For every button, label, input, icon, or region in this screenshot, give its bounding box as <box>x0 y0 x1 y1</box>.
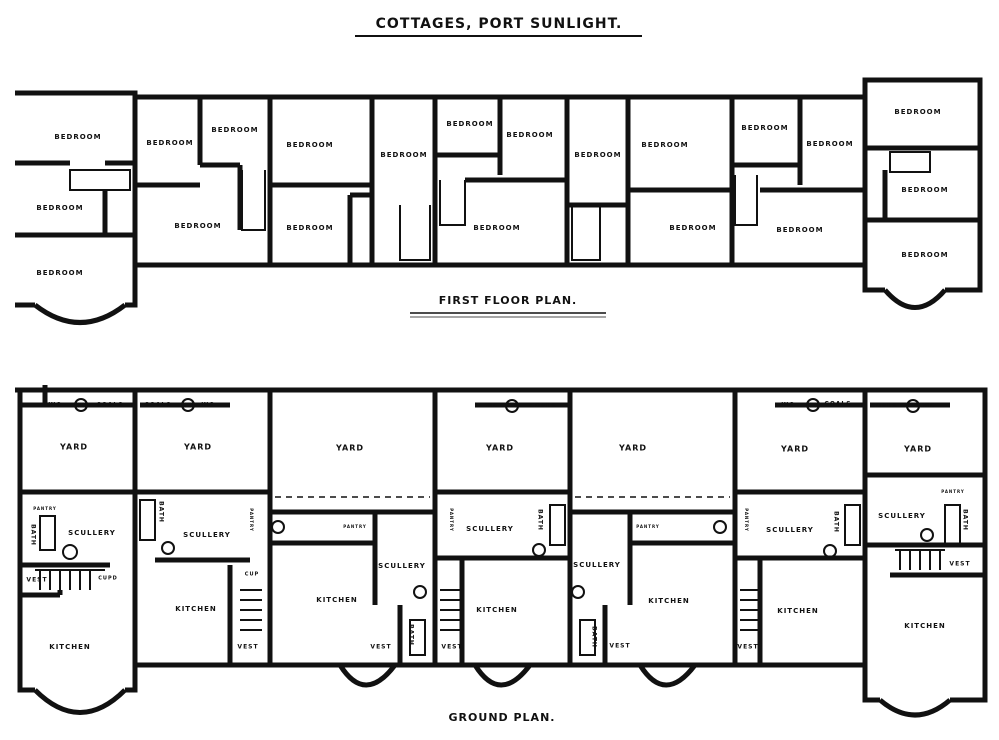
ground-floor-wc-label: WC <box>485 403 498 410</box>
ground-floor-cupd-label: CUPD <box>98 576 118 582</box>
ground-floor-vest-label: VEST <box>26 577 47 584</box>
ground-floor-coals-label: COALS <box>144 402 171 409</box>
ground-floor-pantry-label: PANTRY <box>449 508 454 532</box>
first-floor-bedroom-label: BEDROOM <box>741 124 788 132</box>
ground-floor-bath-label: BATH <box>962 509 969 531</box>
first-floor-bedroom-label: BEDROOM <box>380 151 427 159</box>
first-floor-bedroom-label: BEDROOM <box>641 141 688 149</box>
first-floor-bedroom-label: BEDROOM <box>36 204 83 212</box>
first-floor-bedroom-label: BEDROOM <box>473 224 520 232</box>
ground-floor-yard-label: YARD <box>335 444 364 453</box>
ground-floor-bath-label: BATH <box>833 511 840 533</box>
ground-floor-yard-label: YARD <box>183 443 212 452</box>
ground-floor-vest-label: VEST <box>237 644 258 651</box>
ground-floor-vest-label: VEST <box>949 561 970 568</box>
ground-floor-kitchen-label: KITCHEN <box>648 597 689 605</box>
ground-floor-scullery-label: SCULLERY <box>68 529 116 537</box>
ground-floor-room-labels: WC COALS COALS WC YARD YARD YARD WC COALS YARD YAR… <box>26 401 970 652</box>
first-floor-bedroom-label: BEDROOM <box>901 186 948 194</box>
ground-floor-cup-label: CUP <box>245 572 259 578</box>
ground-floor-wc-label: WC <box>781 402 794 409</box>
ground-floor-pantry-label: PANTRY <box>33 506 57 511</box>
ground-floor-coals-label: COALS <box>824 401 851 408</box>
ground-floor-pantry-label: PANTRY <box>636 524 660 529</box>
ground-floor-pantry-label: PANTRY <box>249 508 254 532</box>
ground-floor-yard-label: YARD <box>903 445 932 454</box>
ground-plan-caption: GROUND PLAN. <box>449 711 556 724</box>
first-floor-bedroom-label: BEDROOM <box>286 141 333 149</box>
first-floor-bedroom-label: BEDROOM <box>146 139 193 147</box>
ground-floor-yard-label: YARD <box>59 443 88 452</box>
ground-floor-scullery-label: SCULLERY <box>878 512 926 520</box>
ground-floor-kitchen-label: KITCHEN <box>316 596 357 604</box>
first-floor-bedroom-label: BEDROOM <box>901 251 948 259</box>
ground-floor-wc-label: WC <box>48 402 61 409</box>
ground-floor-bath-label: BATH <box>158 501 165 523</box>
ground-floor-vest-label: VEST <box>737 644 758 651</box>
ground-floor-yard-label: YARD <box>618 444 647 453</box>
ground-floor-kitchen-label: KITCHEN <box>49 643 90 651</box>
ground-floor-coals-label: COALS <box>96 402 123 409</box>
ground-floor-plan <box>15 385 988 718</box>
first-floor-bedroom-label: BEDROOM <box>776 226 823 234</box>
ground-floor-scullery-label: SCULLERY <box>766 526 814 534</box>
first-floor-bedroom-label: BEDROOM <box>669 224 716 232</box>
first-floor-bedroom-label: BEDROOM <box>211 126 258 134</box>
ground-floor-scullery-label: SCULLERY <box>466 525 514 533</box>
first-floor-bedroom-label: BEDROOM <box>36 269 83 277</box>
first-floor-plan <box>15 77 983 325</box>
ground-floor-kitchen-label: KITCHEN <box>777 607 818 615</box>
ground-floor-scullery-label: SCULLERY <box>378 562 426 570</box>
ground-floor-yard-label: YARD <box>485 444 514 453</box>
ground-floor-pantry-label: PANTRY <box>744 508 749 532</box>
ground-floor-coals-label: COALS <box>870 403 897 410</box>
ground-floor-pantry-label: PANTRY <box>941 489 965 494</box>
ground-floor-wc-label: WC <box>922 403 935 410</box>
first-floor-bedroom-label: BEDROOM <box>894 108 941 116</box>
drawing-title: COTTAGES, PORT SUNLIGHT. <box>376 16 623 32</box>
ground-floor-vest-label: VEST <box>609 643 630 650</box>
first-floor-bedroom-label: BEDROOM <box>446 120 493 128</box>
first-floor-bedroom-label: BEDROOM <box>574 151 621 159</box>
ground-floor-pantry-label: PANTRY <box>343 524 367 529</box>
ground-floor-scullery-label: SCULLERY <box>573 561 621 569</box>
ground-floor-wc-label: WC <box>201 402 214 409</box>
ground-floor-bath-label: BATH <box>30 524 37 546</box>
ground-floor-kitchen-label: KITCHEN <box>476 606 517 614</box>
ground-floor-bath-label: BATH <box>591 626 598 648</box>
ground-floor-scullery-label: SCULLERY <box>183 531 231 539</box>
ground-floor-bath-label: BATH <box>537 509 544 531</box>
first-floor-bedroom-label: BEDROOM <box>286 224 333 232</box>
first-floor-room-labels: BEDROOM BEDROOM BEDROOM BEDROOM BEDROOM BEDRO… <box>36 108 948 277</box>
ground-floor-coals-label: COALS <box>529 403 556 410</box>
ground-floor-kitchen-label: KITCHEN <box>904 622 945 630</box>
ground-floor-kitchen-label: KITCHEN <box>175 605 216 613</box>
first-floor-bedroom-label: BEDROOM <box>506 131 553 139</box>
first-floor-bedroom-label: BEDROOM <box>806 140 853 148</box>
first-floor-bedroom-label: BEDROOM <box>174 222 221 230</box>
first-floor-bedroom-label: BEDROOM <box>54 133 101 141</box>
first-floor-caption: FIRST FLOOR PLAN. <box>439 294 577 307</box>
ground-floor-bath-label: BATH <box>408 624 415 646</box>
ground-floor-vest-label: VEST <box>370 644 391 651</box>
ground-floor-vest-label: VEST <box>441 644 462 651</box>
ground-floor-yard-label: YARD <box>780 445 809 454</box>
